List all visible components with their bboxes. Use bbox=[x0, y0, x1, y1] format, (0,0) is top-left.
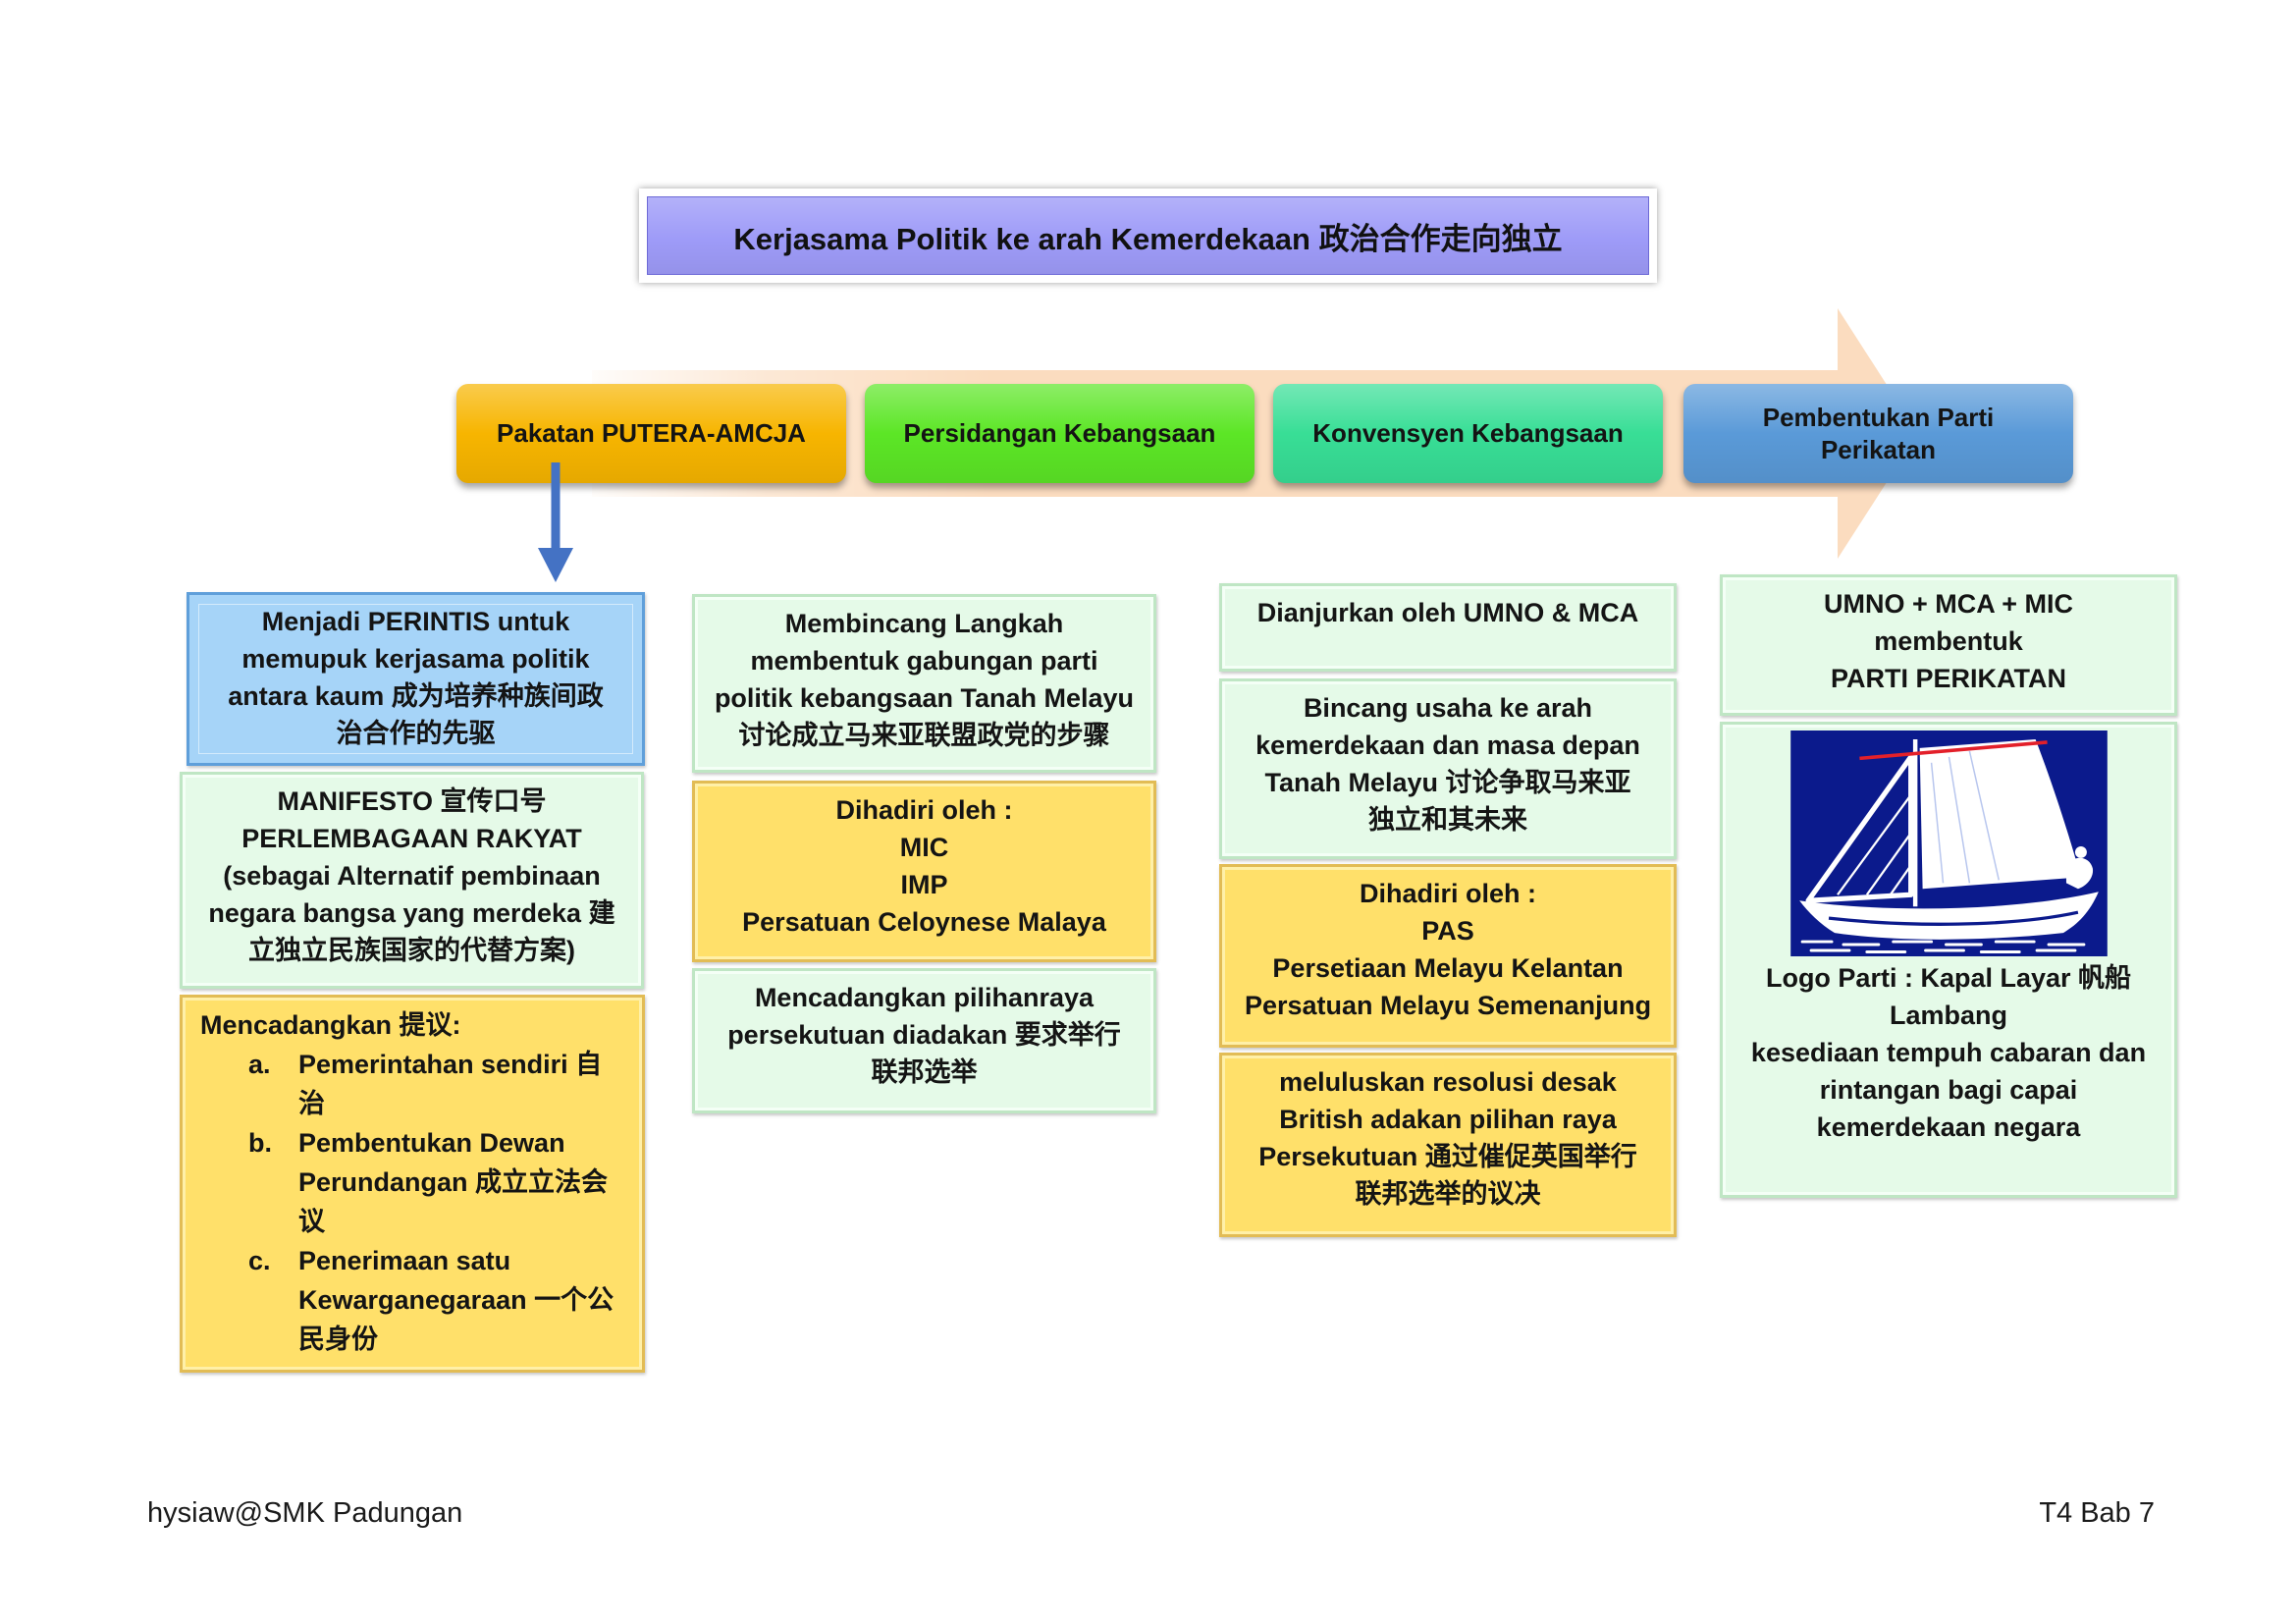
step-label: Pakatan PUTERA-AMCJA bbox=[497, 418, 806, 448]
list-item-text: Pembentukan Dewan Perundangan 成立立法会 议 bbox=[298, 1123, 608, 1241]
cadangan-heading: Mencadangkan 提议: bbox=[200, 1010, 461, 1040]
box-line: 独立和其未来 bbox=[1368, 805, 1527, 835]
perbincangan-langkah-box: Membincang Langkah membentuk gabungan pa… bbox=[692, 594, 1156, 773]
box-line: 讨论成立马来亚联盟政党的步骤 bbox=[738, 721, 1110, 750]
box-line: Tanah Melayu 讨论争取马来亚 bbox=[1264, 768, 1631, 797]
box-line: antara kaum 成为培养种族间政 bbox=[228, 681, 604, 711]
jib-sail-lines bbox=[1837, 794, 1912, 895]
box-line: Lambang bbox=[1889, 1001, 2007, 1030]
box-line: Kewarganegaraan 一个公 bbox=[298, 1285, 614, 1315]
step-label: Konvensyen Kebangsaan bbox=[1312, 418, 1624, 448]
resolusi-box: meluluskan resolusi desak British adakan… bbox=[1219, 1053, 1677, 1237]
list-marker: a. bbox=[248, 1050, 271, 1079]
list-item-text: Penerimaan satu Kewarganegaraan 一个公 民身份 bbox=[298, 1241, 614, 1359]
logo-parti-box: Logo Parti : Kapal Layar 帆船 Lambang kese… bbox=[1720, 722, 2177, 1198]
box-line: Pembentukan Dewan bbox=[298, 1128, 565, 1158]
list-item: a. Pemerintahan sendiri 自 治 bbox=[248, 1045, 636, 1123]
box-line: negara bangsa yang merdeka 建 bbox=[208, 898, 615, 928]
step-konvensyen-kebangsaan: Konvensyen Kebangsaan bbox=[1273, 384, 1663, 483]
manifesto-box: MANIFESTO 宣传口号 PERLEMBAGAAN RAKYAT (seba… bbox=[180, 772, 644, 989]
box-line: Persetiaan Melayu Kelantan bbox=[1272, 953, 1624, 983]
hull-stripe bbox=[1828, 910, 2079, 926]
list-item-text: Pemerintahan sendiri 自 治 bbox=[298, 1045, 602, 1123]
jib-sail bbox=[1805, 754, 1914, 903]
sailor-figure bbox=[2065, 857, 2094, 890]
box-line: Persekutuan 通过催促英国举行 bbox=[1258, 1142, 1637, 1171]
penganjur-box: Dianjurkan oleh UMNO & MCA bbox=[1219, 583, 1677, 672]
box-line: Perundangan 成立立法会 bbox=[298, 1167, 609, 1197]
waves bbox=[1800, 940, 2086, 954]
down-arrow-shaft bbox=[551, 462, 561, 551]
box-line: (sebagai Alternatif pembinaan bbox=[223, 861, 601, 891]
box-line: kemerdekaan negara bbox=[1816, 1112, 2081, 1142]
box-line: PAS bbox=[1421, 916, 1474, 946]
box-line: Bincang usaha ke arah bbox=[1303, 693, 1593, 723]
down-arrow-head bbox=[538, 548, 573, 582]
box-line: IMP bbox=[900, 870, 948, 899]
logo-description: Logo Parti : Kapal Layar 帆船 Lambang kese… bbox=[1723, 959, 2174, 1146]
box-line: Persatuan Melayu Semenanjung bbox=[1244, 991, 1652, 1020]
box-line: Mencadangkan pilihanraya bbox=[754, 983, 1095, 1012]
box-line: Penerimaan satu bbox=[298, 1246, 511, 1275]
perbincangan-kemerdekaan-box: Bincang usaha ke arah kemerdekaan dan ma… bbox=[1219, 678, 1677, 859]
step-label: Perikatan bbox=[1820, 434, 1937, 464]
box-line: Membincang Langkah bbox=[784, 609, 1064, 638]
box-line: 联邦选举 bbox=[871, 1057, 978, 1087]
box-line: politik kebangsaan Tanah Melayu bbox=[714, 683, 1135, 713]
main-sail bbox=[1919, 738, 2081, 890]
box-line: membentuk gabungan parti bbox=[750, 646, 1098, 676]
sailor-head bbox=[2074, 845, 2087, 858]
box-line: MIC bbox=[899, 833, 949, 862]
logo-red-line bbox=[1859, 740, 2048, 761]
list-item: b. Pembentukan Dewan Perundangan 成立立法会 议 bbox=[248, 1123, 636, 1241]
box-line: kemerdekaan dan masa depan bbox=[1255, 731, 1640, 760]
sailboat-logo-icon bbox=[1790, 731, 2108, 956]
perintis-box: Menjadi PERINTIS untuk memupuk kerjasama… bbox=[187, 592, 645, 766]
box-line: 联邦选举的议决 bbox=[1355, 1179, 1541, 1209]
box-line: meluluskan resolusi desak bbox=[1279, 1067, 1617, 1097]
box-line: 民身份 bbox=[298, 1325, 378, 1354]
step-pembentukan-parti-perikatan: Pembentukan Parti Perikatan bbox=[1683, 384, 2073, 483]
box-line: Dianjurkan oleh UMNO & MCA bbox=[1256, 598, 1639, 627]
footer-chapter: T4 Bab 7 bbox=[2039, 1497, 2155, 1529]
cadangan-pilihanraya-box: Mencadangkan pilihanraya persekutuan dia… bbox=[692, 968, 1156, 1113]
footer-author: hysiaw@SMK Padungan bbox=[147, 1497, 463, 1529]
box-line: Persatuan Celoynese Malaya bbox=[742, 907, 1106, 937]
pembentukan-perikatan-box: UMNO + MCA + MIC membentuk PARTI PERIKAT… bbox=[1720, 574, 2177, 716]
box-line: UMNO + MCA + MIC bbox=[1823, 589, 2073, 619]
hull bbox=[1799, 892, 2099, 940]
box-line: rintangan bagi capai bbox=[1819, 1075, 2078, 1105]
box-line: 治 bbox=[298, 1089, 325, 1118]
box-line: Dihadiri oleh : bbox=[835, 795, 1013, 825]
step-label: Pembentukan Parti bbox=[1762, 402, 1995, 432]
box-line: kesediaan tempuh cabaran dan bbox=[1750, 1038, 2147, 1067]
box-line: 议 bbox=[298, 1207, 325, 1236]
kehadiran-persidangan-box: Dihadiri oleh : MIC IMP Persatuan Celoyn… bbox=[692, 781, 1156, 962]
box-line: PERLEMBAGAAN RAKYAT bbox=[241, 824, 582, 853]
list-marker: c. bbox=[248, 1246, 271, 1275]
kehadiran-konvensyen-box: Dihadiri oleh : PAS Persetiaan Melayu Ke… bbox=[1219, 864, 1677, 1048]
box-line: 治合作的先驱 bbox=[336, 719, 496, 748]
box-line: PARTI PERIKATAN bbox=[1831, 664, 2066, 693]
box-line: membentuk bbox=[1874, 626, 2023, 656]
box-line: Dihadiri oleh : bbox=[1359, 879, 1536, 908]
box-line: Logo Parti : Kapal Layar 帆船 bbox=[1765, 963, 2132, 993]
step-pakatan-putera-amcja: Pakatan PUTERA-AMCJA bbox=[456, 384, 846, 483]
box-line: Menjadi PERINTIS untuk bbox=[261, 607, 570, 636]
box-line: British adakan pilihan raya bbox=[1279, 1105, 1617, 1134]
box-line: MANIFESTO 宣传口号 bbox=[277, 786, 547, 816]
box-line: memupuk kerjasama politik bbox=[241, 644, 590, 674]
step-label: Persidangan Kebangsaan bbox=[903, 418, 1216, 448]
main-sail-shading bbox=[1930, 750, 2001, 884]
page-title: Kerjasama Politik ke arah Kemerdekaan 政治… bbox=[647, 196, 1649, 275]
box-line: persekutuan diadakan 要求举行 bbox=[727, 1020, 1121, 1050]
list-item: c. Penerimaan satu Kewarganegaraan 一个公 民… bbox=[248, 1241, 636, 1359]
down-arrow-icon bbox=[538, 462, 573, 582]
cadangan-box: Mencadangkan 提议: a. Pemerintahan sendiri… bbox=[180, 995, 645, 1373]
list-marker: b. bbox=[248, 1128, 272, 1158]
step-persidangan-kebangsaan: Persidangan Kebangsaan bbox=[865, 384, 1255, 483]
page-title-frame: Kerjasama Politik ke arah Kemerdekaan 政治… bbox=[639, 189, 1657, 283]
box-line: Pemerintahan sendiri 自 bbox=[298, 1050, 603, 1079]
box-line: 立独立民族国家的代替方案) bbox=[248, 936, 575, 965]
